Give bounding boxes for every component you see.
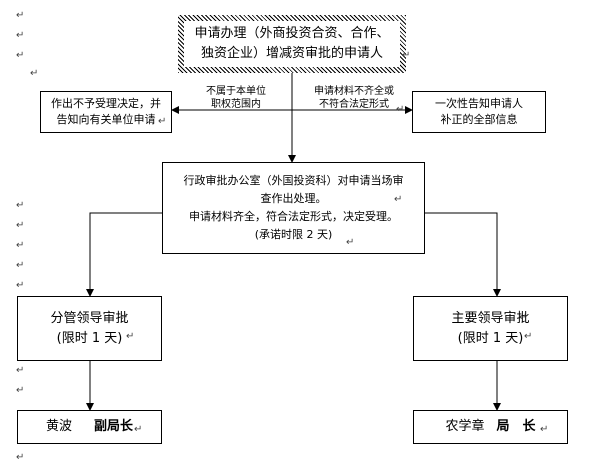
paragraph-mark: ↵ bbox=[126, 331, 135, 342]
paragraph-mark: ↵ bbox=[16, 260, 25, 271]
deputy-official-box: 黄波 副局长 bbox=[17, 410, 162, 444]
reject-box-line-1: 作出不予受理决定，并 bbox=[51, 97, 161, 110]
reject-box: 作出不予受理决定，并 告知向有关单位申请 bbox=[40, 91, 172, 133]
deputy-review-title: 分管领导审批 bbox=[50, 310, 129, 326]
paragraph-mark: ↵ bbox=[16, 452, 25, 463]
notify-box: 一次性告知申请人 补正的全部信息 bbox=[412, 91, 546, 133]
connector-office-chief bbox=[418, 209, 501, 297]
reject-branch-label-line-2: 职权范围内 bbox=[211, 99, 261, 110]
start-box-line-2: 独资企业）增减资审批的申请人 bbox=[200, 46, 383, 61]
office-box-line-3: 申请材料齐全，符合法定形式，决定受理。 bbox=[189, 210, 398, 223]
paragraph-mark: ↵ bbox=[16, 30, 25, 41]
incomplete-branch-label-line-1: 申请材料不齐全或 bbox=[314, 86, 394, 97]
start-box: 申请办理（外商投资合资、合作、 独资企业）增减资审批的申请人 bbox=[184, 21, 400, 67]
paragraph-mark: ↵ bbox=[540, 424, 549, 435]
notify-box-line-1: 一次性告知申请人 bbox=[435, 97, 523, 110]
paragraph-mark: ↵ bbox=[16, 10, 25, 21]
paragraph-mark: ↵ bbox=[396, 104, 405, 115]
office-box: 行政审批办公室（外国投资科）对申请当场审 查作出处理。 申请材料齐全，符合法定形… bbox=[162, 162, 425, 254]
paragraph-mark: ↵ bbox=[16, 50, 25, 61]
paragraph-mark: ↵ bbox=[524, 331, 533, 342]
chief-official-box: 农学章 局 长 bbox=[413, 410, 568, 444]
paragraph-mark: ↵ bbox=[519, 312, 528, 323]
deputy-review-box: 分管领导审批 (限时 1 天) bbox=[17, 296, 162, 361]
paragraph-mark: ↵ bbox=[16, 365, 25, 376]
deputy-official-title: 副局长 bbox=[94, 419, 134, 434]
paragraph-mark: ↵ bbox=[158, 116, 167, 127]
paragraph-mark: ↵ bbox=[394, 194, 403, 205]
incomplete-branch-label-line-2: 不符合法定形式 bbox=[319, 99, 389, 110]
office-box-line-4: (承诺时限 2 天) bbox=[254, 228, 333, 241]
chief-official-name: 农学章 bbox=[445, 419, 485, 434]
notify-box-line-2: 补正的全部信息 bbox=[440, 113, 518, 126]
paragraph-mark: ↵ bbox=[346, 237, 355, 248]
office-box-line-1: 行政审批办公室（外国投资科）对申请当场审 bbox=[183, 174, 404, 187]
paragraph-mark: ↵ bbox=[120, 312, 129, 323]
paragraph-mark: ↵ bbox=[16, 240, 25, 251]
incomplete-branch-label: 申请材料不齐全或 不符合法定形式 bbox=[300, 85, 408, 111]
paragraph-mark: ↵ bbox=[16, 385, 25, 396]
office-box-line-2: 查作出处理。 bbox=[260, 192, 327, 205]
deputy-review-deadline: (限时 1 天) bbox=[56, 330, 123, 346]
paragraph-mark: ↵ bbox=[16, 200, 25, 211]
paragraph-mark: ↵ bbox=[16, 280, 25, 291]
chief-official-title: 局 长 bbox=[496, 419, 536, 434]
reject-branch-label-line-1: 不属于本单位 bbox=[206, 86, 266, 97]
paragraph-mark: ↵ bbox=[30, 68, 39, 79]
deputy-official-name: 黄波 bbox=[45, 419, 72, 434]
paragraph-mark: ↵ bbox=[134, 424, 143, 435]
connector-office-deputy bbox=[86, 209, 169, 297]
chief-review-box: 主要领导审批 (限时 1 天) bbox=[413, 296, 568, 361]
chief-review-title: 主要领导审批 bbox=[451, 310, 530, 326]
start-box-line-1: 申请办理（外商投资合资、合作、 bbox=[194, 26, 390, 41]
reject-box-line-2: 告知向有关单位申请 bbox=[56, 113, 156, 126]
chief-review-deadline: (限时 1 天) bbox=[457, 330, 524, 346]
paragraph-mark: ↵ bbox=[16, 220, 25, 231]
reject-branch-label: 不属于本单位 职权范围内 bbox=[196, 85, 276, 111]
paragraph-mark: ↵ bbox=[402, 50, 411, 61]
